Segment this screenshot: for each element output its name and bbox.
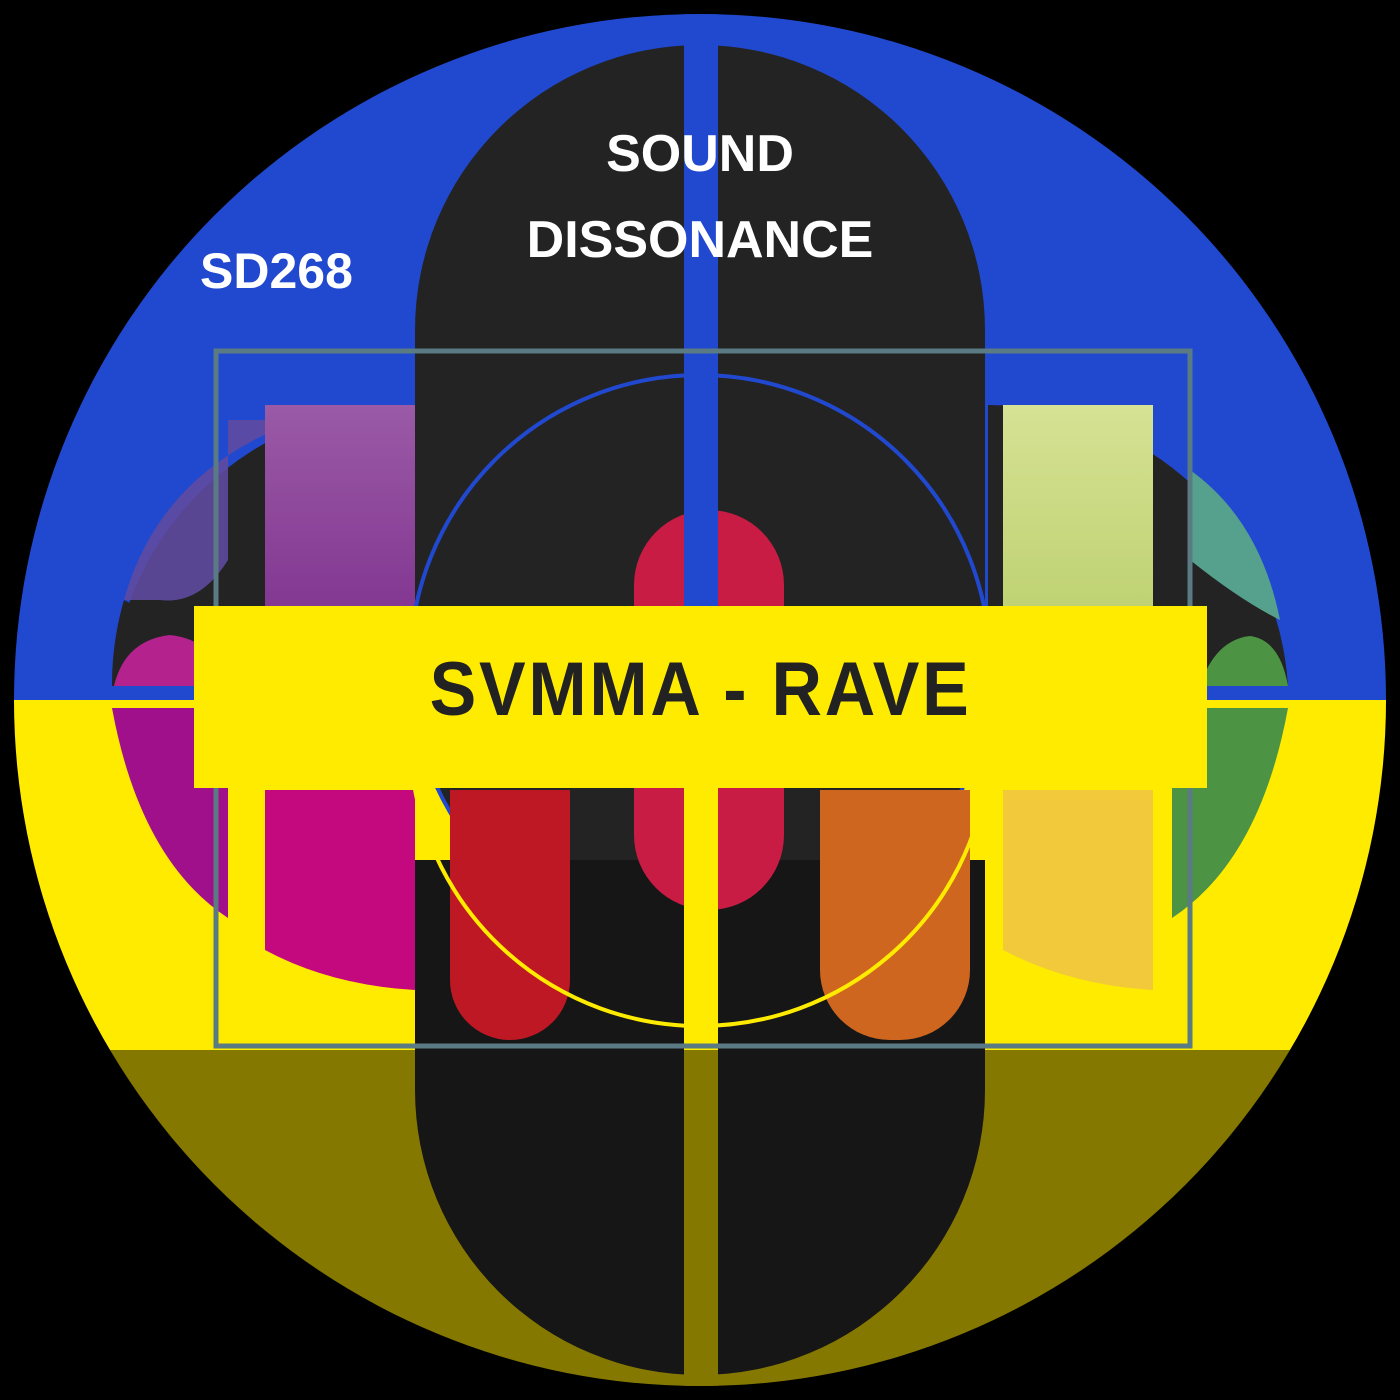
release-title: SVMMA - RAVE xyxy=(429,646,972,732)
label-name-line2: DISSONANCE xyxy=(526,211,874,269)
center-divider-blue xyxy=(684,14,718,700)
title-banner: SVMMA - RAVE xyxy=(194,606,1207,788)
center-divider-olive xyxy=(684,1050,718,1386)
label-name-line1: SOUND xyxy=(606,125,794,183)
catalog-number: SD268 xyxy=(200,243,353,299)
